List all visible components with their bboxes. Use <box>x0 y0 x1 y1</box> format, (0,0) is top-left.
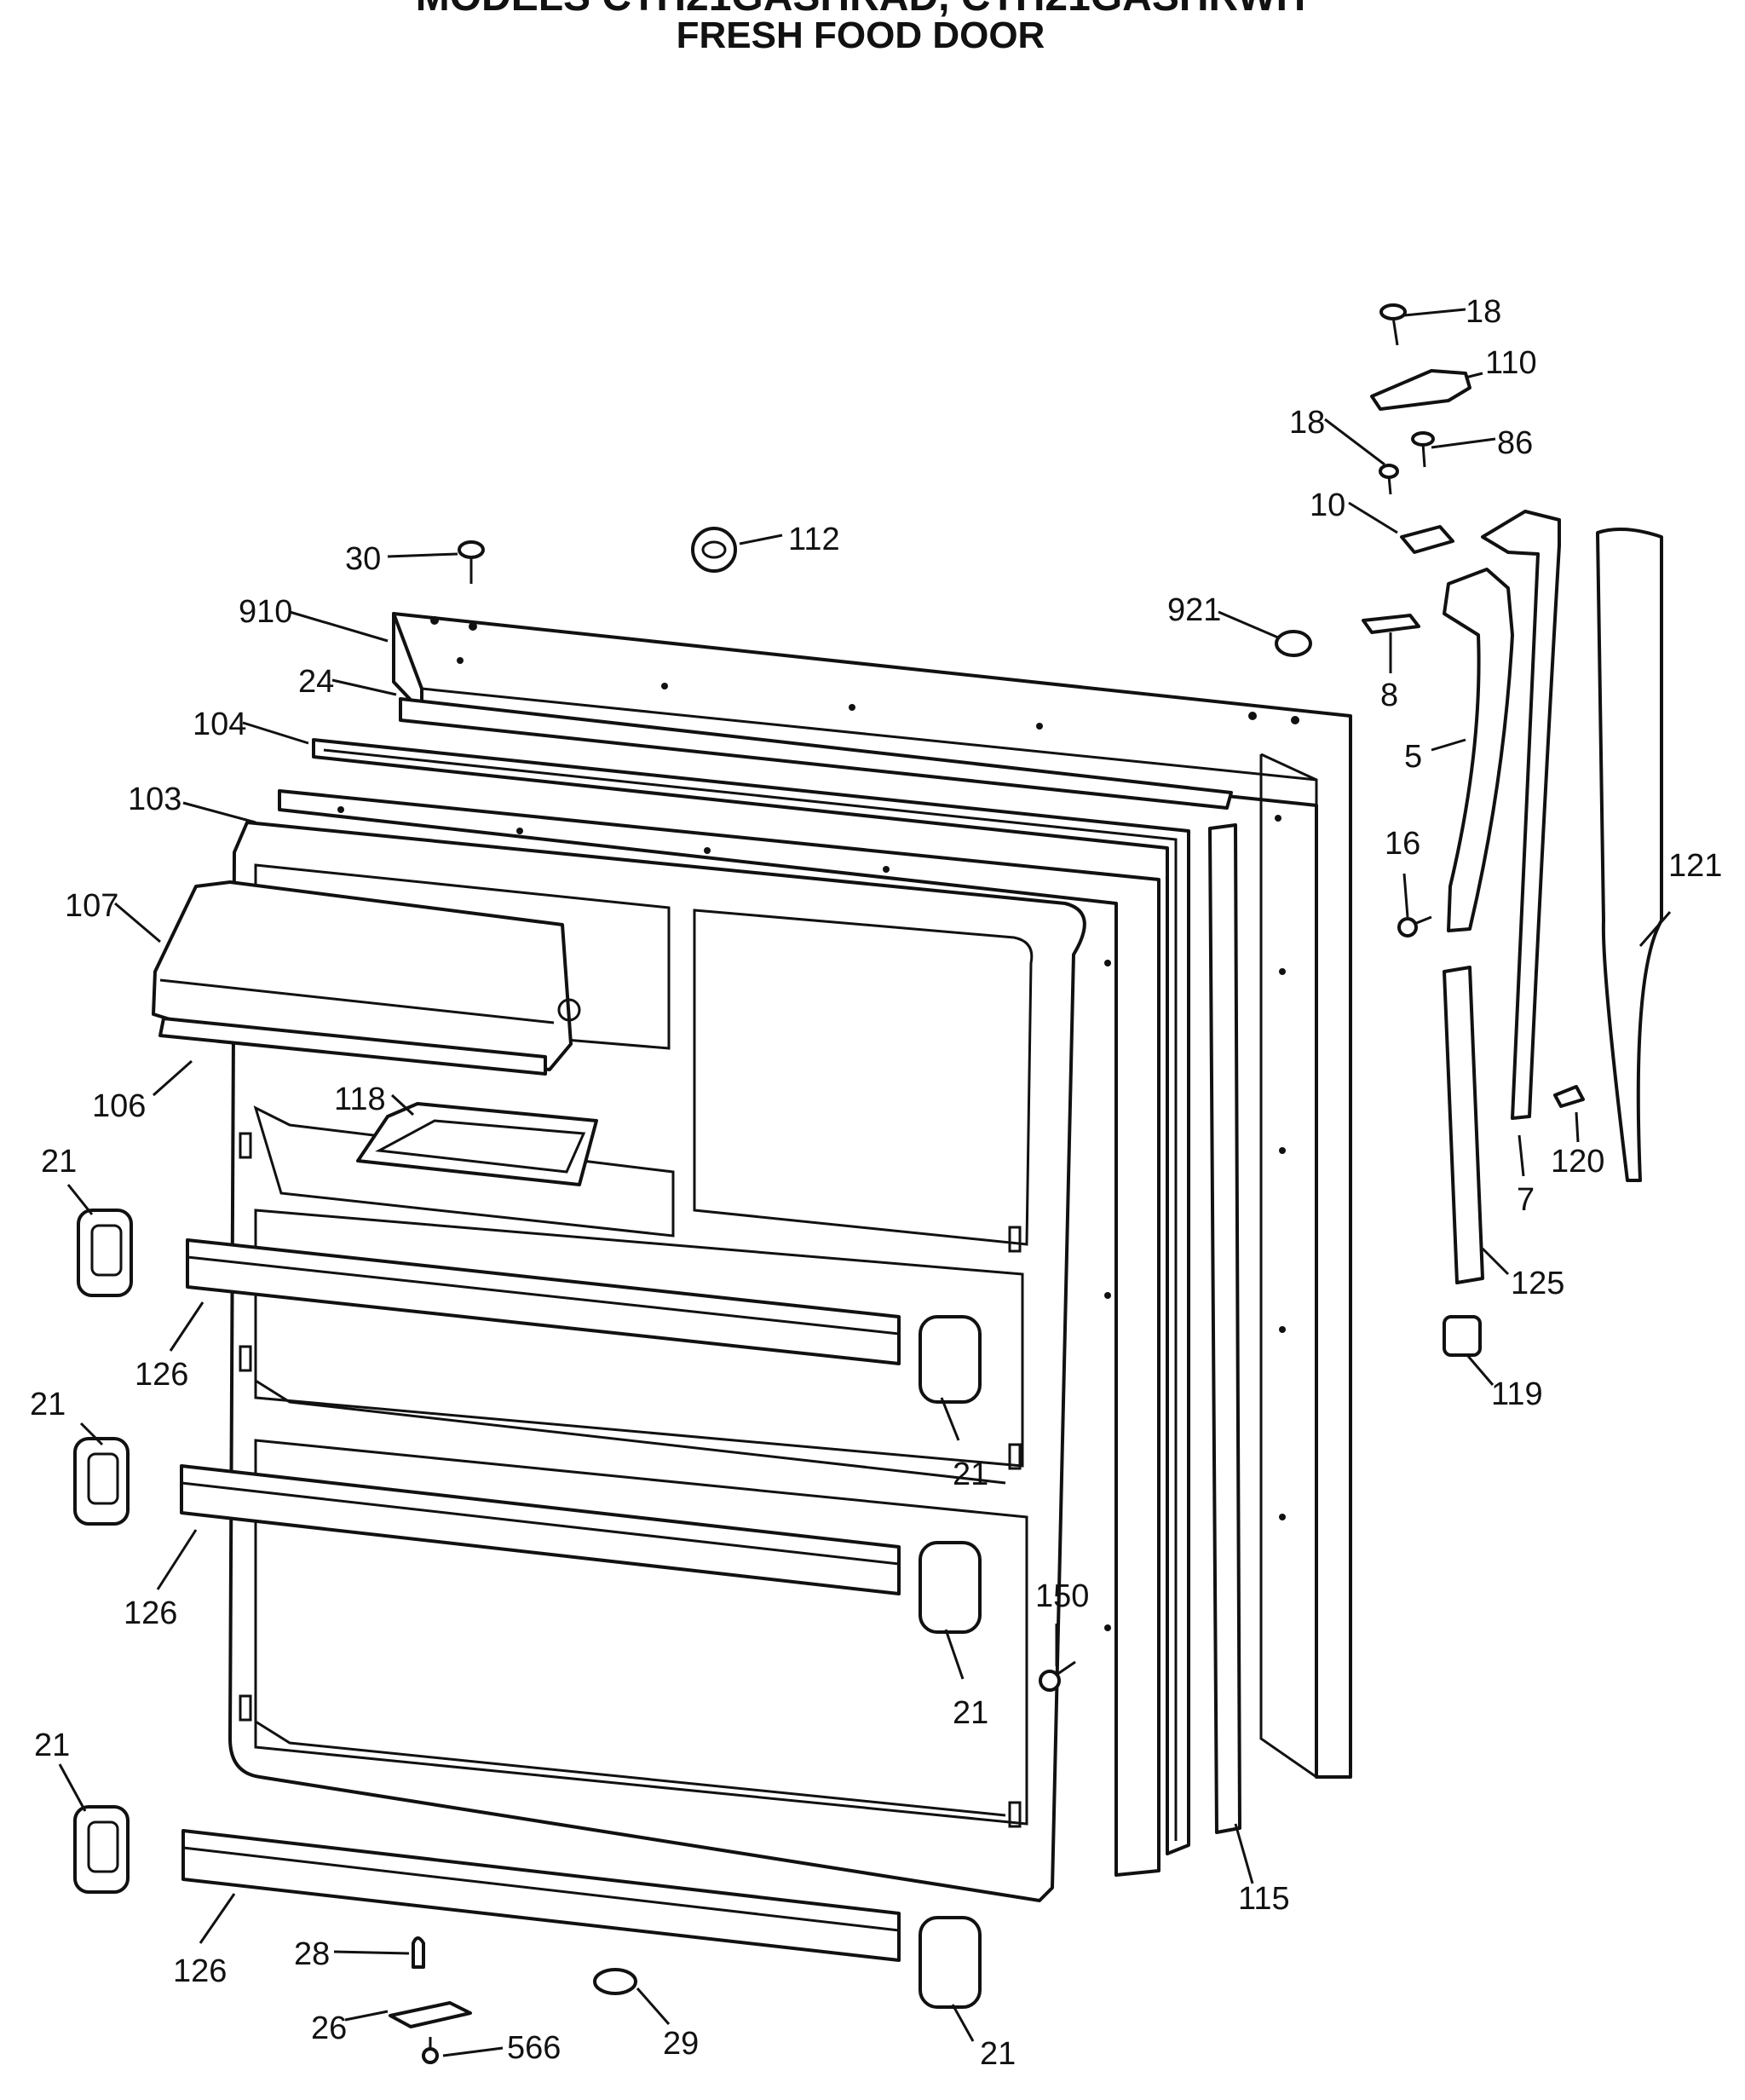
callout-119: 119 <box>1491 1376 1543 1412</box>
callout-5: 5 <box>1404 739 1422 775</box>
callout-115: 115 <box>1238 1881 1290 1917</box>
callout-10: 10 <box>1310 488 1345 523</box>
callout-566: 566 <box>507 2030 561 2066</box>
part-86-screw <box>1411 431 1435 468</box>
shelf-end-cap-right-2 <box>919 1541 982 1634</box>
part-150-screw <box>1039 1660 1076 1692</box>
part-5-handle <box>1443 568 1514 932</box>
part-18-screw-mid <box>1379 464 1399 495</box>
callout-30: 30 <box>345 541 381 577</box>
gasket-frame <box>278 789 1160 1877</box>
callout-126a: 126 <box>135 1357 188 1393</box>
part-18-screw-top <box>1379 303 1407 346</box>
shelf-end-cap-left-3 <box>73 1805 130 1894</box>
callout-29: 29 <box>663 2026 699 2062</box>
part-29-cap <box>593 1968 637 1995</box>
part-8-bracket <box>1362 614 1420 634</box>
callout-18b: 18 <box>1289 405 1325 441</box>
part-119-clip <box>1443 1315 1482 1357</box>
shelf-end-cap-right-1 <box>919 1315 982 1404</box>
callout-86: 86 <box>1497 425 1533 461</box>
callout-921: 921 <box>1167 592 1221 628</box>
part-125-strip <box>1443 966 1484 1284</box>
callout-103: 103 <box>128 782 181 817</box>
door-gasket <box>312 738 1190 1855</box>
part-112-plug <box>691 527 737 573</box>
part-110-hinge-cover <box>1370 369 1471 411</box>
dairy-door <box>152 880 581 1071</box>
part-26-plate <box>389 2001 472 2028</box>
callout-26: 26 <box>311 2011 347 2046</box>
inner-door-liner <box>228 821 1086 1902</box>
callout-126b: 126 <box>124 1595 177 1631</box>
callout-126c: 126 <box>173 1953 227 1989</box>
door-shelf-bar-3 <box>181 1829 901 1962</box>
callout-150: 150 <box>1035 1578 1089 1614</box>
callout-16: 16 <box>1385 826 1420 862</box>
callout-104: 104 <box>193 707 246 742</box>
shelf-end-cap-right-3 <box>919 1916 982 2009</box>
egg-tray <box>356 1102 598 1186</box>
door-outer-panel <box>392 612 1352 1779</box>
part-28-pin <box>412 1936 425 1969</box>
callout-110: 110 <box>1485 345 1537 381</box>
callout-118: 118 <box>334 1082 386 1117</box>
door-shelf-bar-1 <box>186 1238 901 1365</box>
part-566-screw <box>422 2037 439 2064</box>
part-921-plug <box>1275 630 1312 657</box>
callout-120: 120 <box>1551 1144 1604 1180</box>
breaker-strip <box>399 697 1233 810</box>
callout-121: 121 <box>1668 848 1722 884</box>
part-121-handle-trim <box>1596 528 1663 1182</box>
part-16-screw <box>1397 915 1432 938</box>
callout-28: 28 <box>294 1936 330 1972</box>
part-10-hinge-plate <box>1400 525 1454 554</box>
callout-21a: 21 <box>41 1144 77 1180</box>
part-120-screw <box>1553 1085 1585 1108</box>
callout-21e: 21 <box>34 1728 70 1763</box>
part-30-screw <box>458 540 485 584</box>
callout-21b: 21 <box>30 1387 66 1422</box>
leader-lines <box>58 308 1672 2057</box>
callout-21f: 21 <box>980 2036 1016 2072</box>
callout-8: 8 <box>1380 678 1398 713</box>
callout-21c: 21 <box>953 1457 988 1492</box>
callout-125: 125 <box>1511 1266 1564 1301</box>
shelf-end-cap-left-2 <box>73 1437 130 1526</box>
shelf-end-cap-left-1 <box>77 1209 133 1297</box>
callout-18a: 18 <box>1466 294 1501 330</box>
callout-112: 112 <box>788 522 840 557</box>
callout-910: 910 <box>239 594 292 630</box>
callout-24: 24 <box>298 664 334 700</box>
callout-107: 107 <box>65 888 118 924</box>
door-side-trim <box>1208 823 1241 1834</box>
dairy-door-trim <box>158 1017 547 1076</box>
part-7-hinge-bar <box>1481 510 1561 1120</box>
callout-21d: 21 <box>953 1695 988 1731</box>
callout-labels: 18 110 18 86 10 112 30 910 921 8 24 104 … <box>30 294 1722 2072</box>
diagram-subtitle: FRESH FOOD DOOR <box>677 14 1045 56</box>
door-shelf-bar-2 <box>180 1464 901 1595</box>
callout-7: 7 <box>1517 1182 1535 1218</box>
models-title: MODELS CTH21GASHRAD, CTH21GASHRWH <box>416 0 1306 20</box>
callout-106: 106 <box>92 1088 146 1124</box>
